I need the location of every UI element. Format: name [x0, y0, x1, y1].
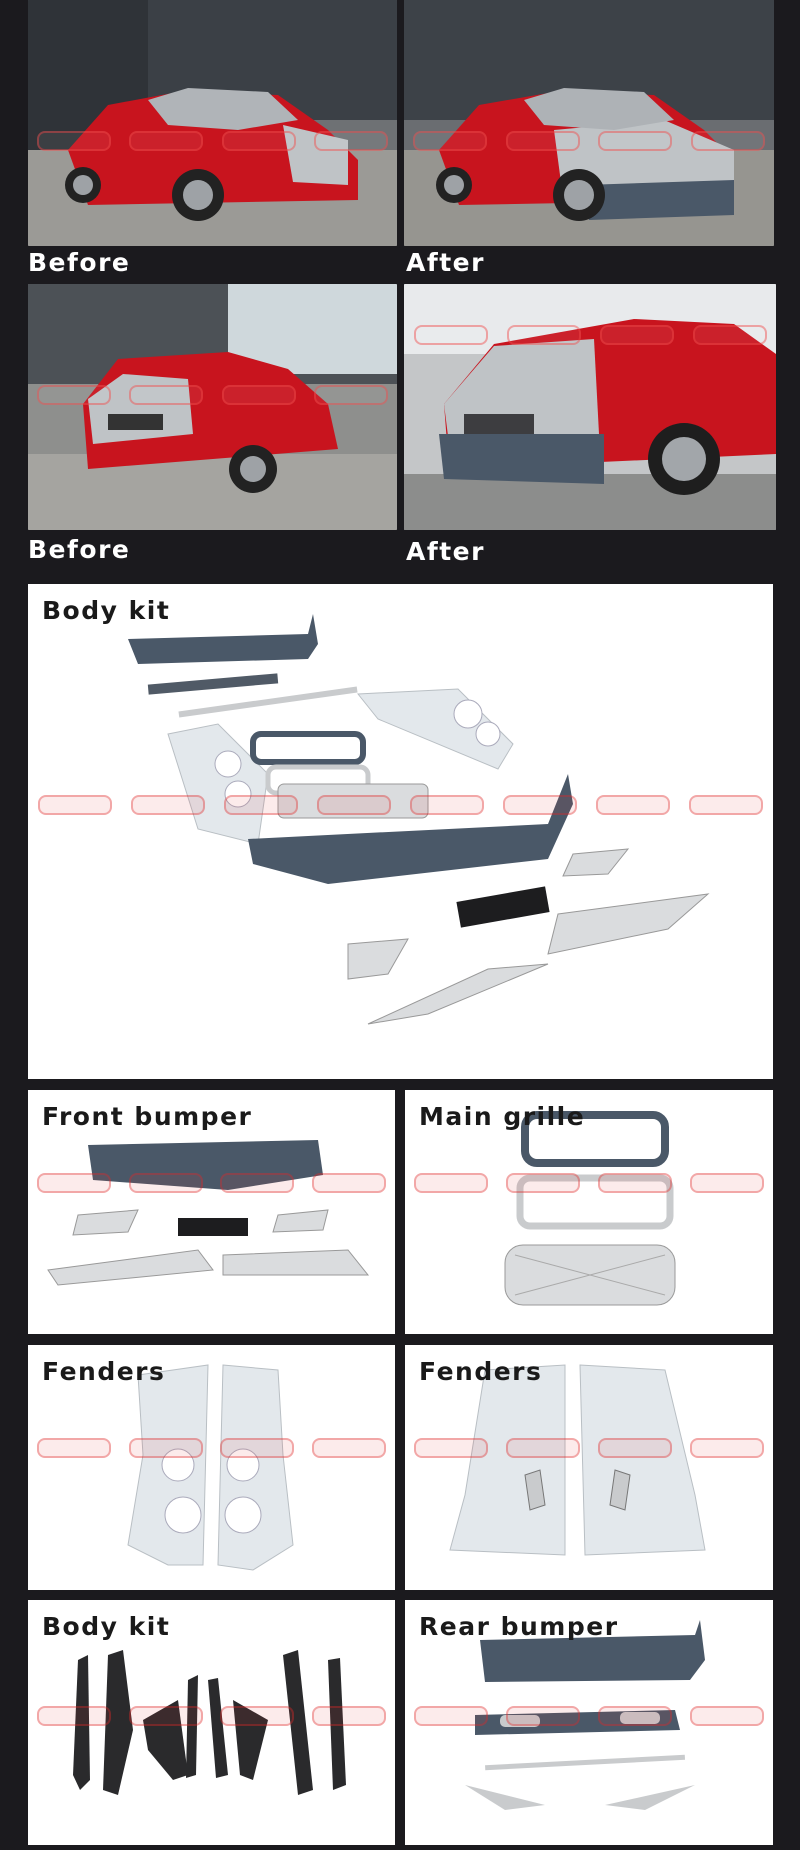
panel-title-main-grille: Main grille	[419, 1102, 586, 1131]
rear-bumper-panel: Rear bumper	[405, 1600, 773, 1845]
comparison-label-before-1: Before	[28, 248, 131, 277]
panel-title-fenders-1: Fenders	[42, 1357, 166, 1386]
panel-title-rear-bumper: Rear bumper	[419, 1612, 619, 1641]
after-rear-photo	[404, 284, 776, 530]
body-kit-panel: Body kit	[28, 584, 773, 1079]
front-bumper-panel: Front bumper	[28, 1090, 395, 1334]
before-front-photo	[28, 0, 397, 246]
comparison-label-before-2: Before	[28, 535, 131, 564]
fenders-panel-2: Fenders	[405, 1345, 773, 1590]
fenders-panel-1: Fenders	[28, 1345, 395, 1590]
panel-title-body-kit: Body kit	[42, 596, 171, 625]
panel-title-body-kit-brackets: Body kit	[42, 1612, 171, 1641]
comparison-label-after-1: After	[406, 248, 485, 277]
panel-title-front-bumper: Front bumper	[42, 1102, 253, 1131]
after-front-photo	[404, 0, 774, 246]
panel-title-fenders-2: Fenders	[419, 1357, 543, 1386]
main-grille-panel: Main grille	[405, 1090, 773, 1334]
body-kit-brackets-panel: Body kit	[28, 1600, 395, 1845]
before-rear-photo	[28, 284, 397, 530]
comparison-label-after-2: After	[406, 537, 485, 566]
